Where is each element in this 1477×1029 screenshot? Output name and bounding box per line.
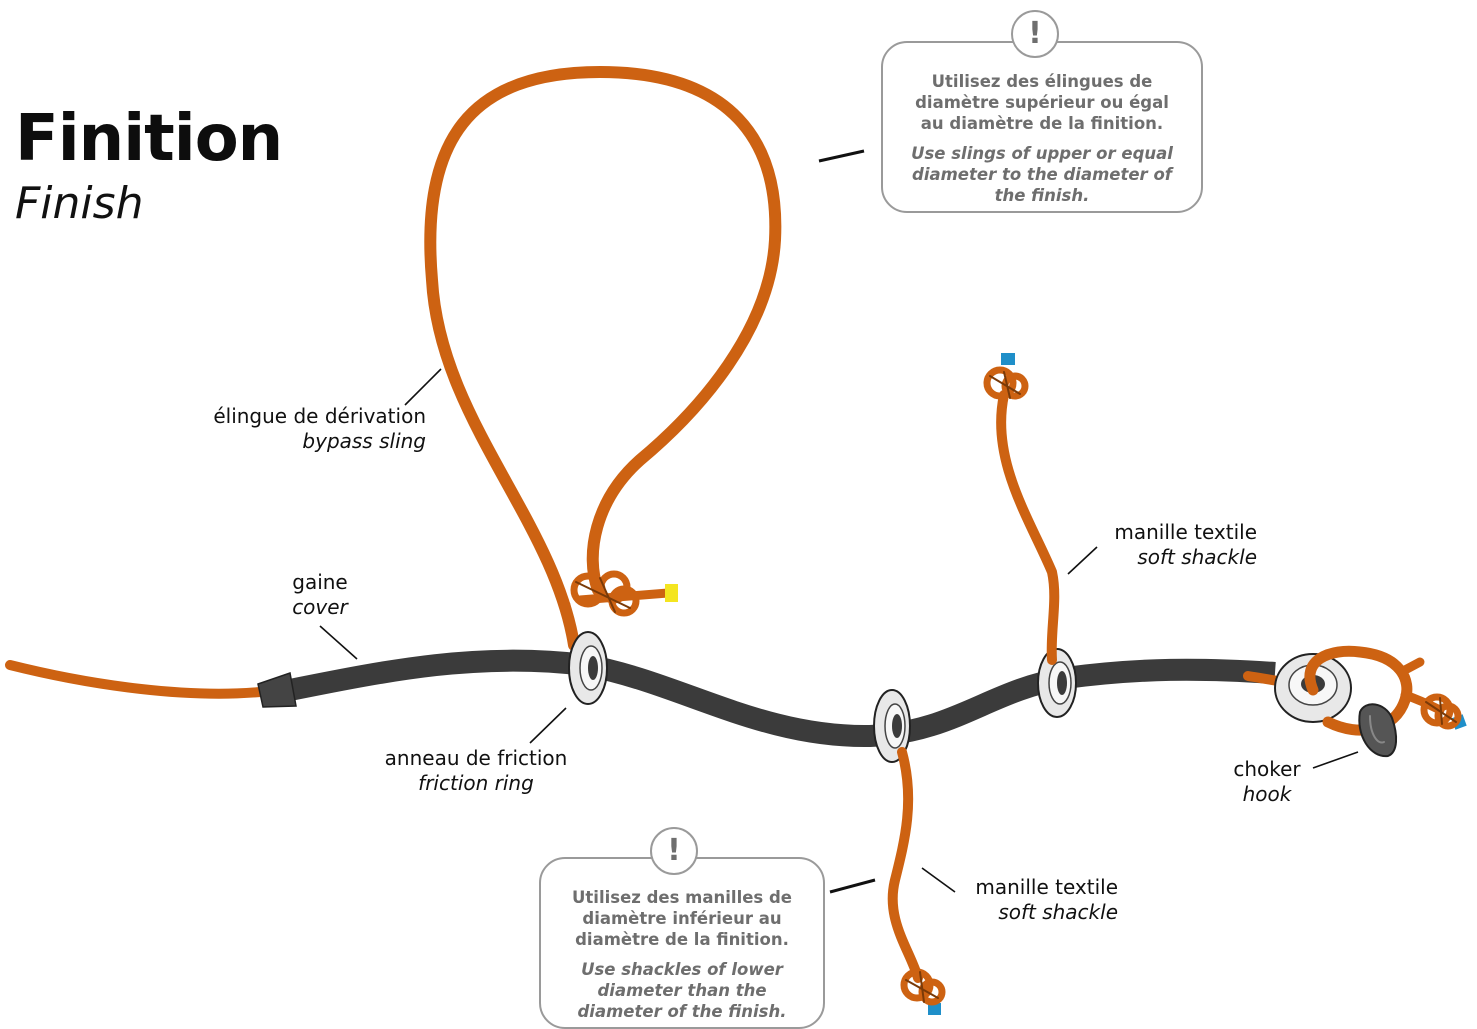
slings-note-en: Use slings of upper or equal diameter to… xyxy=(911,144,1173,205)
choker-hook-leader xyxy=(1312,751,1359,769)
slings-note-connector xyxy=(818,149,865,163)
label-bypass-sling: élingue de dérivation bypass sling xyxy=(150,404,426,454)
cover-end-cap xyxy=(257,672,297,708)
soft-shackle-top-tip xyxy=(1001,353,1015,365)
friction-ring-leader xyxy=(529,707,567,744)
warning-icon: ! xyxy=(1011,10,1059,58)
bypass-sling-leader xyxy=(404,368,442,406)
label-choker-hook: choker hook xyxy=(1210,757,1324,807)
label-friction-ring-en: friction ring xyxy=(418,771,534,795)
soft-shackle-bottom-tip xyxy=(928,1003,941,1015)
soft-shackle-top-rope xyxy=(996,390,1060,665)
shackles-note-connector xyxy=(829,878,876,894)
leader-lines xyxy=(319,368,1359,893)
label-cover-fr: gaine xyxy=(292,570,348,594)
rope-tail xyxy=(5,660,275,699)
shackles-note-fr: Utilisez des manilles de diamètre inféri… xyxy=(572,888,792,949)
main-line xyxy=(5,649,1276,748)
choker-hook xyxy=(1358,703,1398,758)
bypass-sling xyxy=(424,66,782,655)
shackles-note-en: Use shackles of lower diameter than the … xyxy=(577,960,787,1021)
cover-sheath xyxy=(287,649,1276,748)
label-soft-shackle-top-fr: manille textile xyxy=(1114,520,1257,544)
soft-shackle-bottom-rope xyxy=(887,747,923,983)
soft-shackle-top-leader xyxy=(1067,546,1098,575)
friction-rings xyxy=(568,631,1077,763)
soft-shackle-top-knot xyxy=(983,366,1029,400)
soft-shackle-bottom-knot xyxy=(900,968,946,1006)
label-bypass-sling-fr: élingue de dérivation xyxy=(213,404,426,428)
label-cover-en: cover xyxy=(292,595,348,619)
label-soft-shackle-top: manille textile soft shackle xyxy=(1060,520,1257,570)
page-subtitle: Finish xyxy=(15,178,144,229)
label-soft-shackle-top-en: soft shackle xyxy=(1137,545,1257,569)
friction-ring-1 xyxy=(568,631,608,705)
cover-leader xyxy=(319,625,358,660)
bypass-sling-knot xyxy=(570,570,640,617)
slings-note-fr: Utilisez des élingues de diamètre supéri… xyxy=(915,72,1169,133)
label-soft-shackle-bottom-en: soft shackle xyxy=(998,900,1118,924)
soft-shackle-bottom-leader xyxy=(921,867,956,893)
label-bypass-sling-en: bypass sling xyxy=(302,429,426,453)
friction-ring-3 xyxy=(1037,648,1077,718)
warning-icon: ! xyxy=(650,827,698,875)
label-choker-hook-en: hook xyxy=(1242,782,1292,806)
friction-ring-2 xyxy=(873,689,911,763)
label-cover: gaine cover xyxy=(270,570,370,620)
soft-shackle-bottom xyxy=(887,747,946,1015)
note-connectors xyxy=(818,149,876,894)
slings-warning-note: Utilisez des élingues de diamètre supéri… xyxy=(881,41,1203,213)
yellow-tip xyxy=(665,584,678,602)
bypass-sling-loop xyxy=(424,66,782,651)
label-soft-shackle-bottom-fr: manille textile xyxy=(975,875,1118,899)
shackles-warning-note: Utilisez des manilles de diamètre inféri… xyxy=(539,857,825,1029)
label-soft-shackle-bottom: manille textile soft shackle xyxy=(920,875,1118,925)
choker-knot xyxy=(1420,693,1462,730)
choker-sling-line xyxy=(1400,657,1425,675)
label-friction-ring-fr: anneau de friction xyxy=(384,746,568,770)
soft-shackle-top xyxy=(983,353,1060,665)
choker-hook-assembly xyxy=(1243,645,1467,758)
label-choker-hook-fr: choker xyxy=(1233,757,1301,781)
page-title: Finition xyxy=(15,102,283,176)
label-friction-ring: anneau de friction friction ring xyxy=(361,746,591,796)
